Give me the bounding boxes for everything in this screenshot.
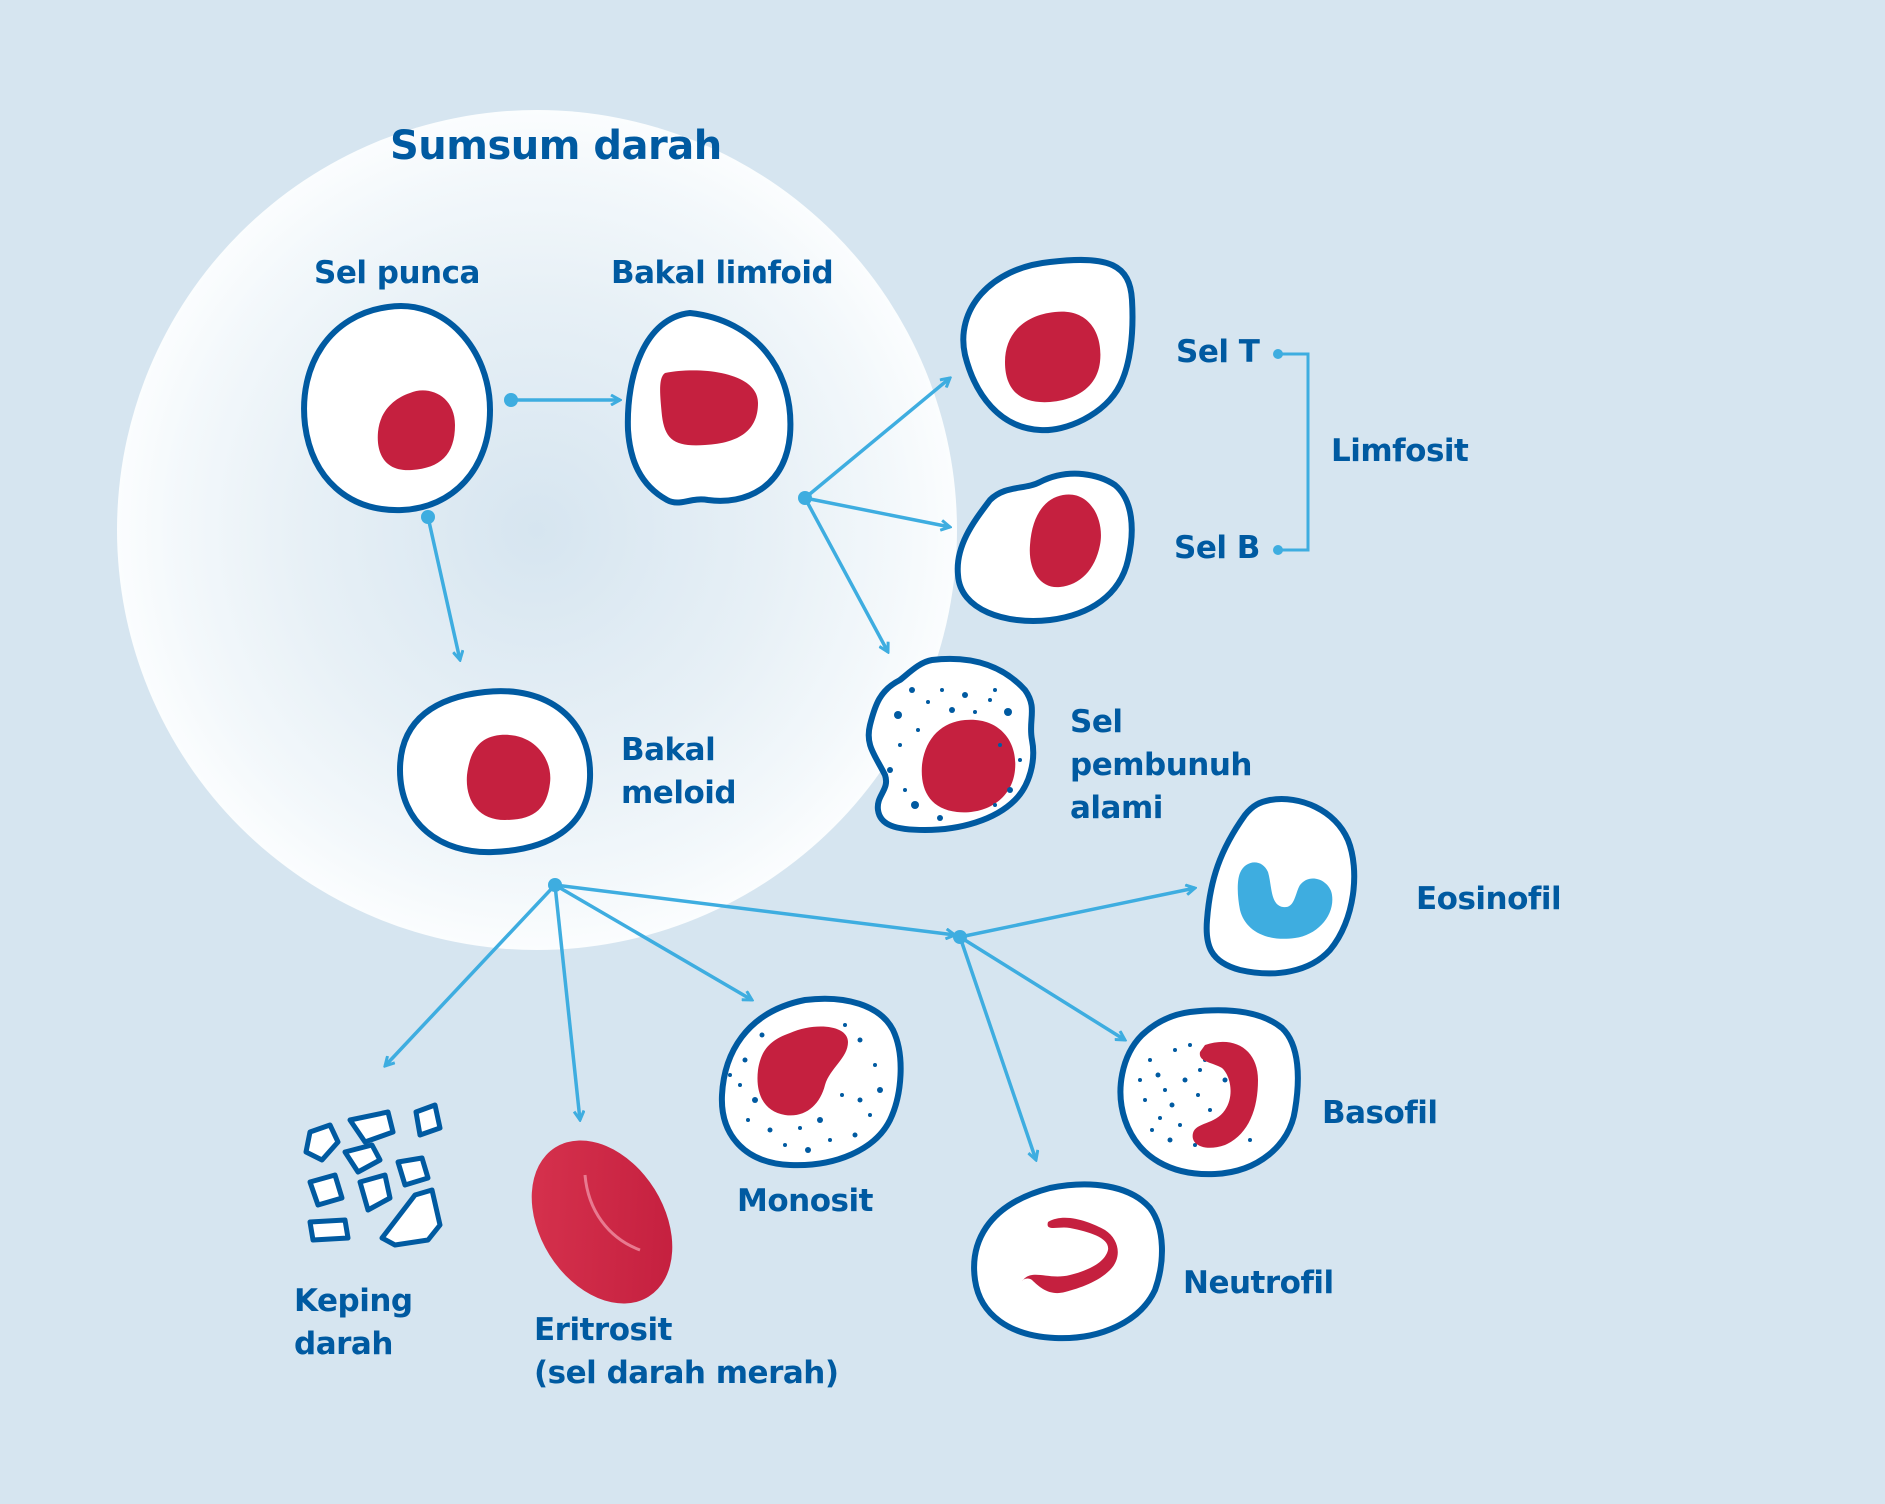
arrow-granulocyte-to-eosinophil	[959, 888, 1195, 939]
basophil-icon	[1117, 1007, 1301, 1178]
lymphoid-progenitor-icon	[624, 309, 794, 506]
bracket-dots	[1273, 349, 1283, 555]
lymphoid-progenitor-label: Bakal limfoid	[611, 255, 834, 291]
erythrocyte-icon	[531, 1140, 673, 1304]
nk-cell-label-line2: pembunuh	[1070, 747, 1253, 783]
nk-cell-icon	[865, 656, 1037, 834]
lymphocyte-bracket	[1278, 352, 1310, 552]
arrow-myeloid-to-granulocyte	[554, 883, 955, 935]
arrow-lymphoid-to-b	[804, 496, 950, 527]
arrows	[385, 378, 1195, 1160]
arrow-myeloid-to-monocyte	[554, 883, 752, 1000]
t-cell-label: Sel T	[1176, 334, 1260, 370]
erythrocyte-label-line2: (sel darah merah)	[534, 1355, 839, 1391]
neutrophil-icon	[971, 1181, 1165, 1342]
platelets-label-line2: darah	[294, 1326, 393, 1362]
myeloid-progenitor-label-line1: Bakal	[621, 732, 716, 768]
platelets-icon	[303, 1102, 443, 1248]
b-cell-icon	[954, 470, 1135, 624]
platelets-label-line1: Keping	[294, 1283, 413, 1319]
neutrophil-label: Neutrofil	[1183, 1265, 1334, 1301]
arrow-myeloid-to-erythrocyte	[553, 884, 580, 1120]
myeloid-progenitor-label-line2: meloid	[621, 775, 737, 811]
monocyte-icon	[718, 995, 904, 1169]
erythrocyte-label-line1: Eritrosit	[534, 1312, 672, 1348]
t-cell-icon	[960, 256, 1136, 434]
bone-marrow-label: Sumsum darah	[390, 123, 722, 169]
arrow-myeloid-to-platelets	[385, 883, 557, 1066]
arrow-granulocyte-to-neutrophil	[958, 936, 1036, 1160]
eosinophil-label: Eosinofil	[1416, 881, 1562, 917]
stem-cell-icon	[301, 302, 494, 514]
arrow-dots	[421, 393, 967, 944]
nk-cell-label-line3: alami	[1070, 790, 1163, 826]
arrow-stem-to-myeloid	[426, 516, 460, 660]
stem-cell-label: Sel punca	[314, 255, 480, 291]
eosinophil-icon	[1203, 796, 1358, 977]
basophil-label: Basofil	[1322, 1095, 1438, 1131]
b-cell-label: Sel B	[1174, 530, 1260, 566]
bone-marrow-area	[117, 110, 957, 950]
lymphocytes-label: Limfosit	[1331, 433, 1469, 469]
nk-cell-label-line1: Sel	[1070, 704, 1123, 740]
arrow-lymphoid-to-nk	[803, 497, 888, 652]
arrow-lymphoid-to-t	[803, 378, 950, 500]
arrow-granulocyte-to-basophil	[959, 935, 1125, 1040]
myeloid-progenitor-icon	[396, 688, 594, 856]
monocyte-label: Monosit	[737, 1183, 873, 1219]
